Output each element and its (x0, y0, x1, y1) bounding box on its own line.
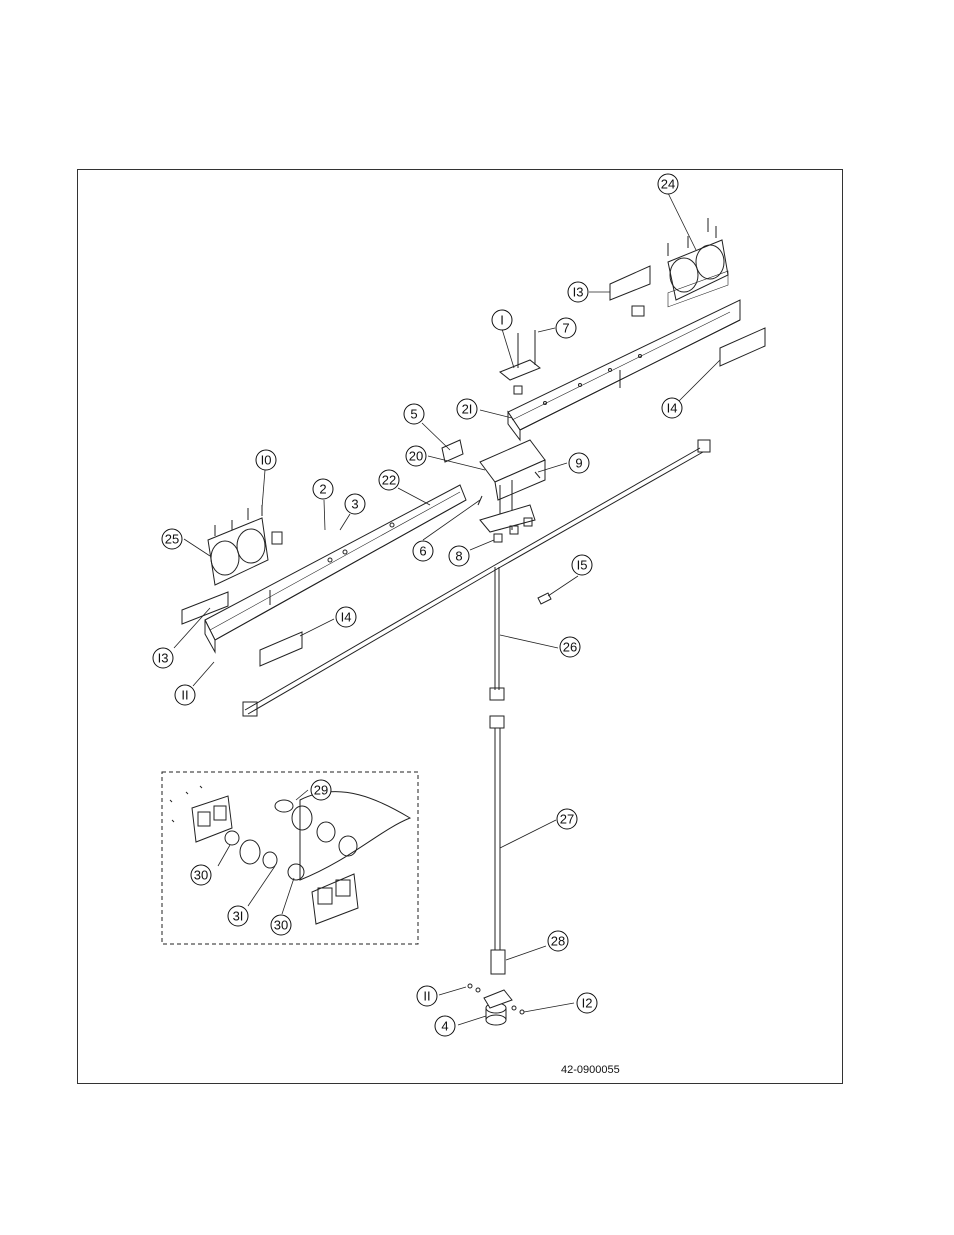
callout-21: 2I (456, 398, 478, 420)
callout-11-top: II (174, 684, 196, 706)
callout-14-left: I4 (335, 606, 357, 628)
svg-text:2: 2 (319, 482, 326, 497)
callout-6: 6 (412, 540, 434, 562)
callouts: 24 I3 I 7 2I I4 5 20 9 I0 22 2 3 25 6 8 … (152, 173, 683, 1037)
right-light-bar-tube (507, 299, 741, 442)
svg-text:I3: I3 (573, 285, 584, 300)
left-lamp-housing (207, 505, 283, 586)
wiring-harness-main (242, 439, 711, 717)
callout-5: 5 (403, 403, 425, 425)
mounting-bracket-plate (499, 330, 541, 395)
svg-text:30: 30 (194, 868, 208, 883)
svg-text:25: 25 (165, 532, 179, 547)
svg-text:I: I (500, 313, 504, 328)
right-lamp-housing (631, 218, 729, 317)
svg-text:I0: I0 (261, 453, 272, 468)
callout-13-left: I3 (152, 647, 174, 669)
svg-text:20: 20 (409, 449, 423, 464)
detail-inset-box (161, 771, 419, 945)
socket-assembly (467, 983, 525, 1026)
svg-text:24: 24 (661, 177, 675, 192)
svg-text:3: 3 (351, 497, 358, 512)
left-decal-13 (181, 591, 229, 625)
callout-4: 4 (434, 1015, 456, 1037)
left-light-bar-tube (204, 484, 467, 654)
leader-lines (173, 192, 721, 1026)
left-decal-14 (259, 631, 303, 667)
callout-31: 3I (227, 905, 249, 927)
svg-text:I2: I2 (582, 996, 593, 1011)
callout-20: 20 (405, 445, 427, 467)
callout-27: 27 (556, 808, 578, 830)
svg-text:5: 5 (410, 407, 417, 422)
drawing-number: 42-0900055 (561, 1064, 620, 1076)
svg-text:30: 30 (274, 918, 288, 933)
svg-text:28: 28 (551, 934, 565, 949)
svg-text:I4: I4 (341, 610, 352, 625)
svg-text:7: 7 (562, 321, 569, 336)
right-decal-13 (609, 265, 651, 301)
callout-26: 26 (559, 636, 581, 658)
callout-29: 29 (310, 779, 332, 801)
callout-14-right: I4 (661, 397, 683, 419)
callout-25: 25 (161, 528, 183, 550)
svg-text:I5: I5 (577, 558, 588, 573)
callout-22: 22 (378, 469, 400, 491)
svg-text:II: II (423, 989, 430, 1004)
callout-10: I0 (255, 449, 277, 471)
callout-12: I2 (576, 992, 598, 1014)
svg-text:22: 22 (382, 473, 396, 488)
callout-3: 3 (344, 493, 366, 515)
callout-2: 2 (312, 478, 334, 500)
svg-text:I4: I4 (667, 401, 678, 416)
svg-text:2I: 2I (462, 402, 473, 417)
drawing-frame (77, 169, 843, 1084)
callout-30-left: 30 (190, 864, 212, 886)
callout-7: 7 (555, 317, 577, 339)
svg-text:6: 6 (419, 544, 426, 559)
svg-text:9: 9 (575, 456, 582, 471)
svg-text:II: II (181, 688, 188, 703)
detail-inset-parts (169, 785, 412, 925)
callout-24: 24 (657, 173, 679, 195)
callout-9: 9 (568, 452, 590, 474)
callout-30-right: 30 (270, 914, 292, 936)
svg-text:29: 29 (314, 783, 328, 798)
callout-11-bottom: II (416, 985, 438, 1007)
callout-8: 8 (448, 545, 470, 567)
svg-text:I3: I3 (158, 651, 169, 666)
callout-15: I5 (571, 554, 593, 576)
svg-text:4: 4 (441, 1019, 448, 1034)
svg-text:26: 26 (563, 640, 577, 655)
right-decal-14 (719, 327, 766, 367)
callout-1: I (491, 309, 513, 331)
callout-28: 28 (547, 930, 569, 952)
svg-text:3I: 3I (233, 909, 244, 924)
center-mount-assembly (441, 439, 546, 543)
wiring-harness-lower (489, 715, 506, 975)
svg-text:8: 8 (455, 549, 462, 564)
callout-13-right: I3 (567, 281, 589, 303)
svg-text:27: 27 (560, 812, 574, 827)
